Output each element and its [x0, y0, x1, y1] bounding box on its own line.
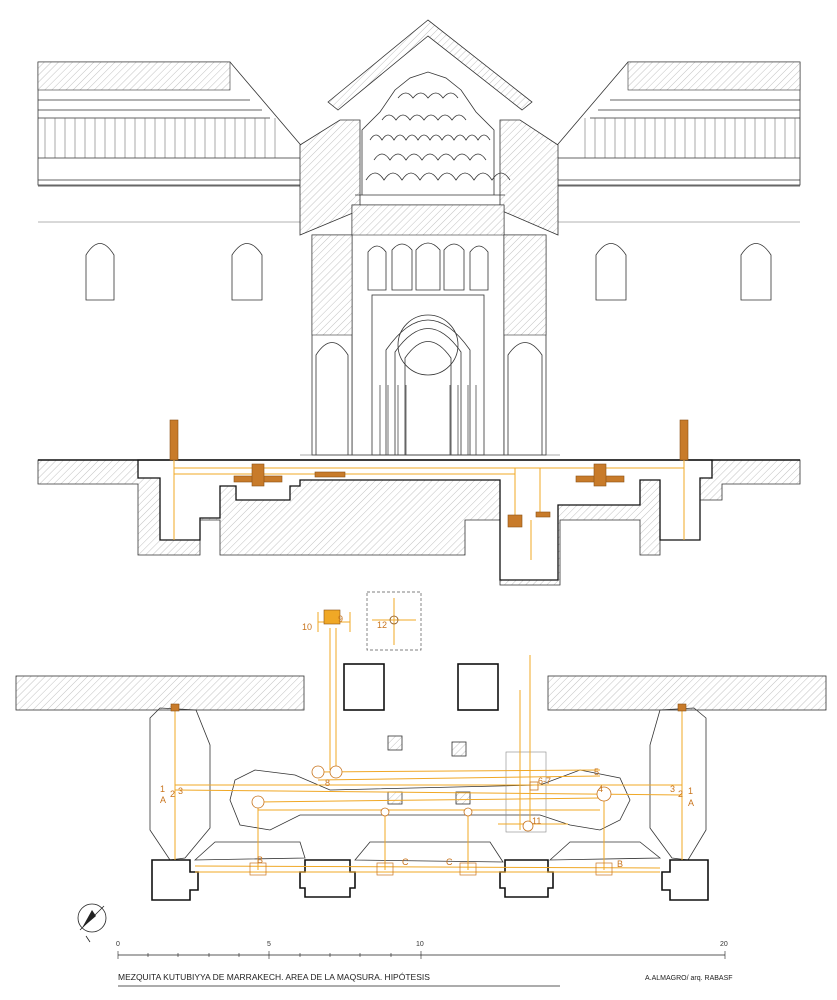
elevation-section [37, 19, 801, 586]
drawing-title: MEZQUITA KUTUBIYYA DE MARRAKECH. AREA DE… [118, 972, 430, 982]
plan-label-c-right: C [446, 857, 453, 867]
scale-tick-10: 10 [416, 941, 424, 948]
plan-label-11: 11 [532, 816, 541, 826]
plan-label-1-right: 1 [688, 786, 693, 796]
scale-tick-20: 20 [720, 941, 728, 948]
mihrab-facade [351, 204, 505, 456]
plan-label-a-left: A [160, 795, 166, 805]
plan-label-2-right: 2 [678, 789, 683, 799]
plan-label-5: 5 [594, 767, 599, 777]
plan-label-b-right: B [617, 859, 623, 869]
label-10: 10 [302, 622, 312, 632]
plan-label-6-7: 6-7 [538, 776, 551, 786]
north-arrow-icon [77, 903, 107, 943]
scale-tick-5: 5 [267, 941, 271, 948]
mechanism-section [169, 419, 689, 560]
plan-label-3-left: 3 [178, 786, 183, 796]
plan-label-b-left: B [257, 855, 263, 865]
muqarnas-dome [361, 71, 511, 195]
plan-label-8: 8 [325, 778, 330, 788]
right-roof [552, 61, 801, 223]
plan-label-2-left: 2 [170, 789, 175, 799]
scale-bar: 0 5 10 20 [116, 941, 728, 959]
plan-label-1-left: 1 [160, 784, 165, 794]
plan-label-c-left: C [402, 857, 409, 867]
ground-section [37, 454, 801, 586]
scale-tick-0: 0 [116, 941, 120, 948]
label-12: 12 [377, 620, 387, 630]
maqsura-side-panels [311, 234, 547, 456]
label-9: 9 [338, 614, 343, 624]
wall-niches [85, 243, 772, 301]
left-roof [37, 61, 306, 223]
mechanism-plan [170, 655, 687, 876]
plan-label-a-right: A [688, 798, 694, 808]
plan-label-3-right: 3 [670, 784, 675, 794]
central-gable [299, 19, 559, 236]
detail-9-10: 10 9 [302, 609, 351, 770]
plan-label-4: 4 [598, 784, 603, 794]
plan: 1 2 3 A 3 2 1 A 4 5 6-7 8 11 B C C B [15, 655, 827, 901]
drawing-credit: A.ALMAGRO/ arq. RABASF [645, 975, 733, 982]
detail-12: 12 [366, 591, 422, 651]
